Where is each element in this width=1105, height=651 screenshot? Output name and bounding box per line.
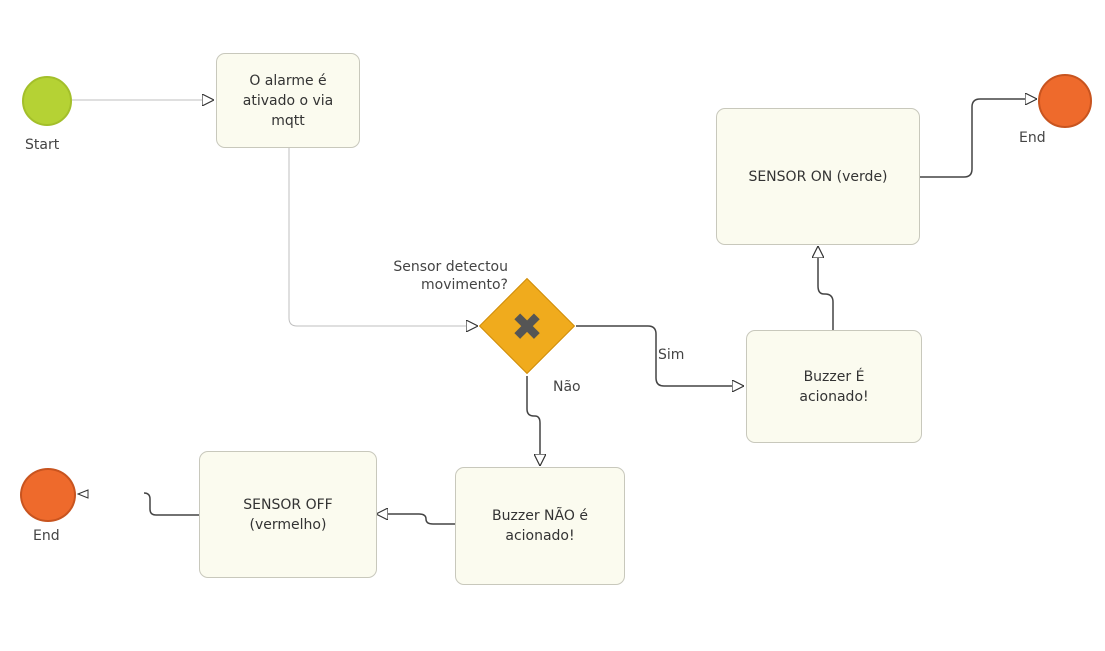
flow-sensor-off-to-end xyxy=(143,492,200,516)
exclusive-x-icon: ✖ xyxy=(511,305,543,349)
flow-alarm-to-gateway xyxy=(288,148,478,326)
task-buzzer-on[interactable]: Buzzer É acionado! xyxy=(746,330,922,443)
flow-gateway-to-buzzer-off xyxy=(526,376,540,466)
end-event-top[interactable] xyxy=(1038,74,1092,128)
end-event-bottom-label: End xyxy=(33,528,60,544)
start-event[interactable] xyxy=(22,76,72,126)
task-buzzer-off[interactable]: Buzzer NÃO é acionado! xyxy=(455,467,625,585)
flow-buzzer-on-to-sensor-on xyxy=(818,246,834,330)
end-event-bottom[interactable] xyxy=(20,468,76,522)
flow-label-sim: Sim xyxy=(658,347,685,363)
flow-sensor-on-to-end xyxy=(919,99,1037,178)
task-sensor-off[interactable]: SENSOR OFF (vermelho) xyxy=(199,451,377,578)
gateway-label: Sensor detectou movimento? xyxy=(393,259,508,293)
start-event-label: Start xyxy=(25,137,60,153)
end-bottom-arrowhead xyxy=(76,489,89,499)
flow-gateway-to-buzzer-on xyxy=(576,325,744,386)
flow-label-nao: Não xyxy=(553,379,581,395)
end-event-top-label: End xyxy=(1019,130,1046,146)
task-sensor-on[interactable]: SENSOR ON (verde) xyxy=(716,108,920,245)
flow-buzzer-off-to-sensor-off xyxy=(376,514,455,525)
task-alarm-activated[interactable]: O alarme é ativado o via mqtt xyxy=(216,53,360,148)
